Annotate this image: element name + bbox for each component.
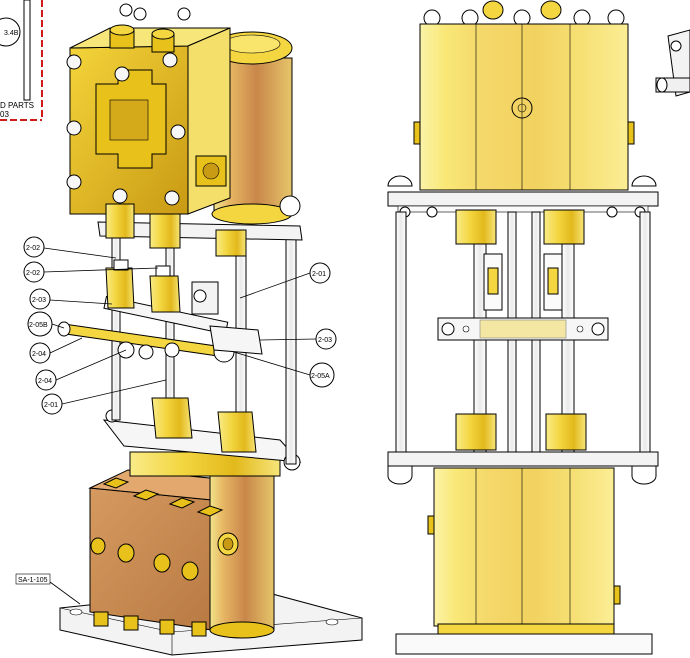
callout-2-02-a: 2-02 [23, 236, 117, 259]
callout-2-04-a: 2-04 [29, 337, 83, 364]
upper-gland-left [105, 203, 135, 239]
callout-2-02-b: 2-02 [23, 261, 159, 283]
callout-2-04-b: 2-04 [35, 349, 127, 391]
callout-2-05a: 2-05A [233, 351, 335, 388]
parts-number-text: 03 [0, 110, 9, 119]
upper-frame-nuts [387, 175, 657, 187]
svg-text:2-04: 2-04 [32, 351, 46, 358]
callout-2-03-b: 2-03 [259, 328, 337, 350]
top-acorn-nuts [423, 0, 625, 27]
svg-text:2-05B: 2-05B [29, 322, 48, 329]
callout-bubble-ref [0, 17, 21, 47]
front-gland-upper-left [455, 209, 497, 245]
rod-right [285, 227, 297, 465]
lower-gland-nut-left [151, 397, 193, 439]
parts-text: D PARTS [0, 101, 34, 110]
clevis-left [105, 267, 135, 309]
lower-frame-nuts [387, 465, 657, 485]
front-crosshead [437, 317, 609, 341]
front-view [387, 0, 659, 655]
svg-text:2-03: 2-03 [32, 297, 46, 304]
callout-2-01-b: 2-01 [41, 379, 167, 415]
valve-cover-bolts [66, 52, 186, 206]
svg-text:2-02: 2-02 [26, 270, 40, 277]
title-block-fragment: 3.4B D PARTS 03 [0, 0, 43, 121]
front-rod-right [639, 211, 651, 453]
front-base [395, 633, 653, 655]
svg-text:2-01: 2-01 [312, 271, 326, 278]
front-gland-lower-right [545, 413, 587, 451]
svg-text:2-02: 2-02 [26, 245, 40, 252]
front-rod-left [395, 211, 407, 453]
acorn-nut-top-right [279, 195, 301, 217]
front-gland-upper-right [543, 209, 585, 245]
callouts: 2-02 2-02 2-03 2-05B 2-04 2-04 [23, 236, 337, 415]
clevis-right [149, 275, 181, 313]
lower-fittings [90, 477, 239, 581]
svg-text:2-04: 2-04 [38, 378, 52, 385]
isometric-view: SA-1-105 [15, 3, 363, 656]
assembly-ref-text: SA-1-105 [18, 577, 48, 584]
upper-yoke-plate [97, 221, 303, 241]
port-stubs [93, 611, 207, 637]
callout-2-01-a: 2-01 [239, 262, 331, 299]
detail-fragment [655, 29, 690, 97]
front-lower-frame [387, 451, 659, 467]
top-fittings [109, 3, 191, 53]
svg-text:2-03: 2-03 [318, 337, 332, 344]
assembly-label: SA-1-105 [15, 573, 81, 605]
ref-partial-text: 3.4B [4, 30, 19, 37]
front-upper-frame [387, 191, 659, 207]
upper-gland-right [149, 213, 181, 249]
front-upper-cylinder [419, 23, 629, 191]
front-port-circle [511, 97, 533, 119]
front-lower-cylinder [433, 467, 615, 627]
callout-2-05b: 2-05B [27, 311, 65, 337]
lower-gland-nut-right [217, 411, 257, 453]
callout-2-03-a: 2-03 [29, 288, 113, 310]
svg-text:2-05A: 2-05A [311, 373, 330, 380]
shaft-fragment [23, 0, 31, 101]
svg-text:2-01: 2-01 [44, 402, 58, 409]
front-gland-lower-left [455, 413, 497, 451]
